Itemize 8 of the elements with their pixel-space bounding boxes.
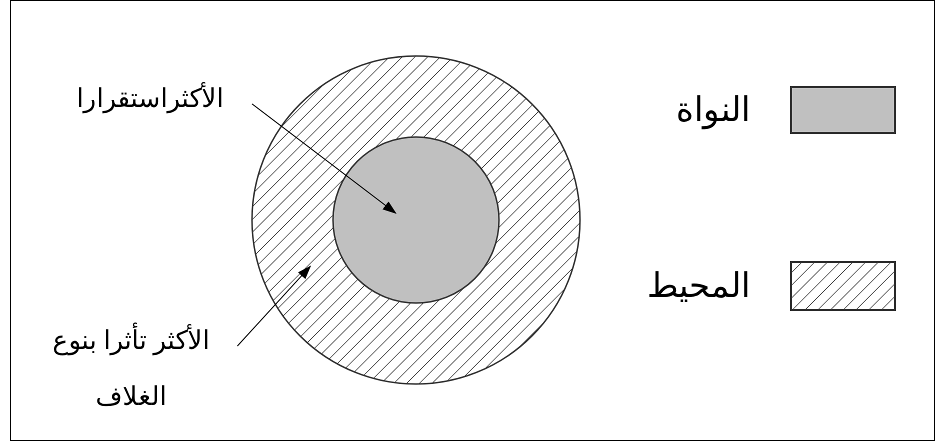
callout-text: الأكثراستقرارا xyxy=(50,70,250,126)
leader-arrow xyxy=(236,265,312,346)
leader-arrow xyxy=(252,103,397,214)
legend-label: النواة xyxy=(675,90,750,132)
callout-text: الأكثر تأثرا بنوع الغلاف xyxy=(36,312,226,424)
core-circle xyxy=(332,136,500,304)
legend-label: المحيط xyxy=(646,266,750,307)
hatched-ring xyxy=(251,55,581,385)
